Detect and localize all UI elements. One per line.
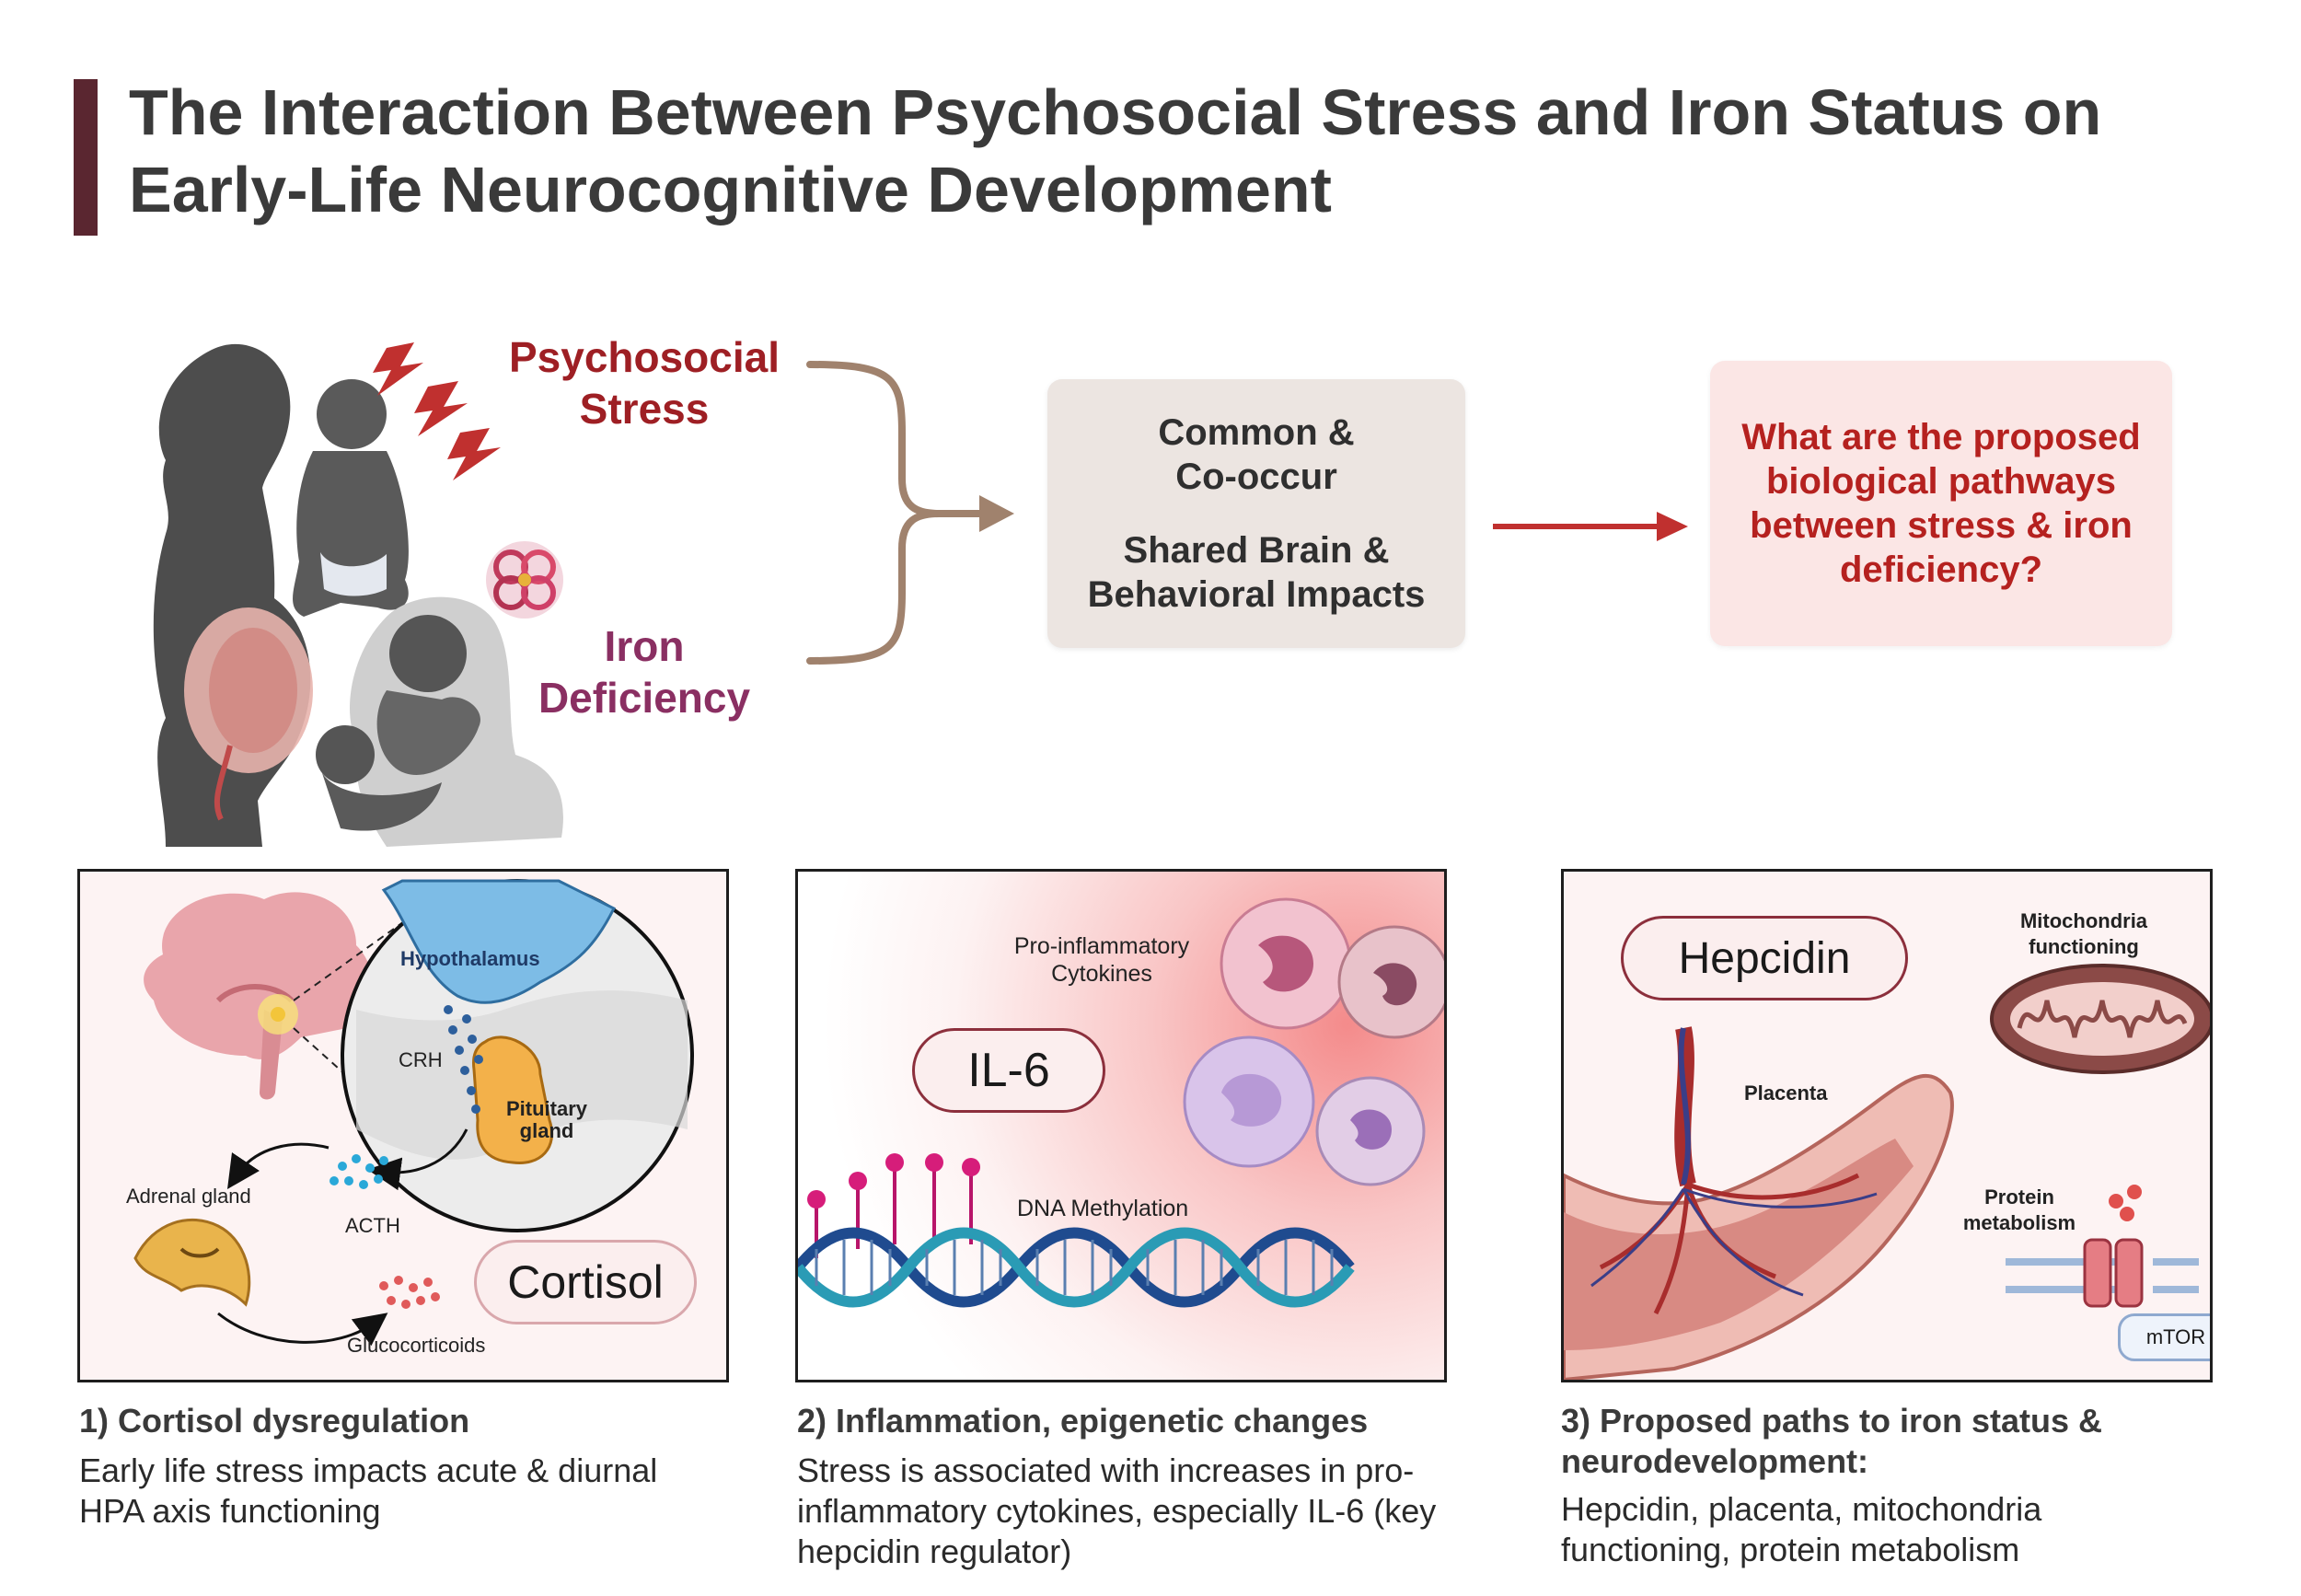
page-title: The Interaction Between Psychosocial Str… bbox=[129, 76, 2102, 226]
cytokines-label-line2: Cytokines bbox=[1051, 961, 1152, 987]
caption-1-body: Early life stress impacts acute & diurna… bbox=[79, 1451, 658, 1530]
glucocorticoids-label: Glucocorticoids bbox=[347, 1334, 486, 1357]
question-arrowhead bbox=[1657, 512, 1688, 541]
placenta-icon bbox=[1564, 1026, 1954, 1380]
stress-label-line2: Stress bbox=[579, 385, 710, 433]
protein-metabolism-label: Protein metabolism bbox=[1950, 1185, 2088, 1236]
hypothalamus-label: Hypothalamus bbox=[400, 947, 540, 970]
mitochondria-label: Mitochondria functioning bbox=[2006, 908, 2162, 960]
caption-2-title: 2) Inflammation, epigenetic changes bbox=[797, 1402, 1369, 1440]
iron-label-line1: Iron bbox=[604, 622, 685, 670]
flow-connectors bbox=[806, 361, 1688, 665]
common-line2: Co-occur bbox=[1175, 457, 1337, 497]
acth-label: ACTH bbox=[345, 1214, 400, 1237]
protein-dots bbox=[2109, 1185, 2142, 1221]
caption-2-body: Stress is associated with increases in p… bbox=[797, 1451, 1437, 1570]
people-illustration bbox=[153, 342, 563, 847]
crh-label: CRH bbox=[399, 1048, 443, 1071]
pathways-illustration bbox=[1564, 964, 2210, 1380]
question-box: What are the proposed biological pathway… bbox=[1710, 361, 2172, 646]
methyl-group-dots bbox=[807, 1153, 980, 1209]
panel-inflammation: Pro-inflammatory Cytokines IL-6 DNA Meth… bbox=[795, 869, 1447, 1382]
cortisol-pill: Cortisol bbox=[474, 1240, 697, 1324]
common-line1: Common & bbox=[1158, 412, 1355, 453]
caption-panel-1: 1) Cortisol dysregulation Early life str… bbox=[79, 1401, 723, 1532]
lightning-bolt-icon bbox=[373, 342, 501, 480]
breastfeeding-mother-icon bbox=[316, 596, 563, 847]
hypothalamus-shape bbox=[381, 879, 617, 1004]
caption-3-body: Hepcidin, placenta, mitochondria functio… bbox=[1561, 1490, 2042, 1568]
mitochondria-label-line2: functioning bbox=[2029, 935, 2139, 958]
inflammation-illustration bbox=[798, 897, 1444, 1308]
common-co-occur-box: Common & Co-occur Shared Brain & Behavio… bbox=[1047, 379, 1465, 648]
pregnant-woman-icon bbox=[153, 343, 313, 847]
caption-panel-3: 3) Proposed paths to iron status & neuro… bbox=[1561, 1401, 2205, 1570]
iron-label: Iron Deficiency bbox=[515, 620, 773, 723]
caption-3-title: 3) Proposed paths to iron status & neuro… bbox=[1561, 1402, 2103, 1480]
cytokines-label-line1: Pro-inflammatory bbox=[1013, 933, 1190, 959]
acth-dots bbox=[330, 1154, 388, 1189]
placenta-label: Placenta bbox=[1744, 1081, 1828, 1104]
hpa-axis-illustration bbox=[133, 879, 694, 1347]
protein-label-line2: metabolism bbox=[1962, 1211, 2076, 1234]
cytokines-label: Pro-inflammatory Cytokines bbox=[1000, 932, 1203, 988]
pituitary-label: Pituitary gland bbox=[505, 1098, 588, 1142]
immune-cell-icon bbox=[1183, 897, 1444, 1186]
common-line3: Shared Brain & bbox=[1123, 530, 1390, 571]
glucocorticoid-dots bbox=[379, 1276, 440, 1309]
dna-methylation-label: DNA Methylation bbox=[1017, 1196, 1189, 1221]
hepcidin-pill: Hepcidin bbox=[1621, 916, 1908, 1000]
pituitary-label-line1: Pituitary bbox=[505, 1097, 588, 1120]
mitochondria-icon bbox=[1990, 964, 2210, 1074]
pituitary-shape bbox=[472, 1035, 554, 1164]
caption-1-title: 1) Cortisol dysregulation bbox=[79, 1402, 470, 1440]
baby-icon bbox=[293, 379, 409, 617]
caption-panel-2: 2) Inflammation, epigenetic changes Stre… bbox=[797, 1401, 1441, 1572]
mtor-pill: mTOR bbox=[2118, 1313, 2210, 1361]
crh-dots bbox=[444, 1005, 483, 1114]
il6-pill: IL-6 bbox=[912, 1028, 1105, 1113]
adrenal-label: Adrenal gland bbox=[126, 1185, 251, 1208]
dna-icon bbox=[798, 1227, 1355, 1308]
protein-label-line1: Protein bbox=[1984, 1185, 2054, 1209]
bracket-arrowhead bbox=[979, 495, 1014, 532]
adrenal-gland-icon bbox=[133, 1218, 251, 1307]
iron-label-line2: Deficiency bbox=[538, 674, 751, 722]
ferritin-icon bbox=[486, 541, 563, 619]
stress-label-line1: Psychosocial bbox=[508, 333, 780, 381]
common-line4: Behavioral Impacts bbox=[1087, 574, 1426, 615]
title-accent-bar bbox=[74, 79, 98, 236]
panel-cortisol: Hypothalamus CRH Pituitary gland Adrenal… bbox=[77, 869, 729, 1382]
mitochondria-label-line1: Mitochondria bbox=[2019, 909, 2148, 932]
stress-label: Psychosocial Stress bbox=[488, 331, 801, 434]
brain-icon bbox=[144, 892, 374, 1100]
pituitary-label-line2: gland bbox=[519, 1119, 574, 1142]
panel-pathways: Hepcidin Mitochondria functioning Placen… bbox=[1561, 869, 2213, 1382]
question-text: What are the proposed biological pathway… bbox=[1741, 417, 2141, 590]
merge-bracket bbox=[806, 361, 985, 665]
membrane-channel-icon bbox=[2006, 1238, 2199, 1308]
